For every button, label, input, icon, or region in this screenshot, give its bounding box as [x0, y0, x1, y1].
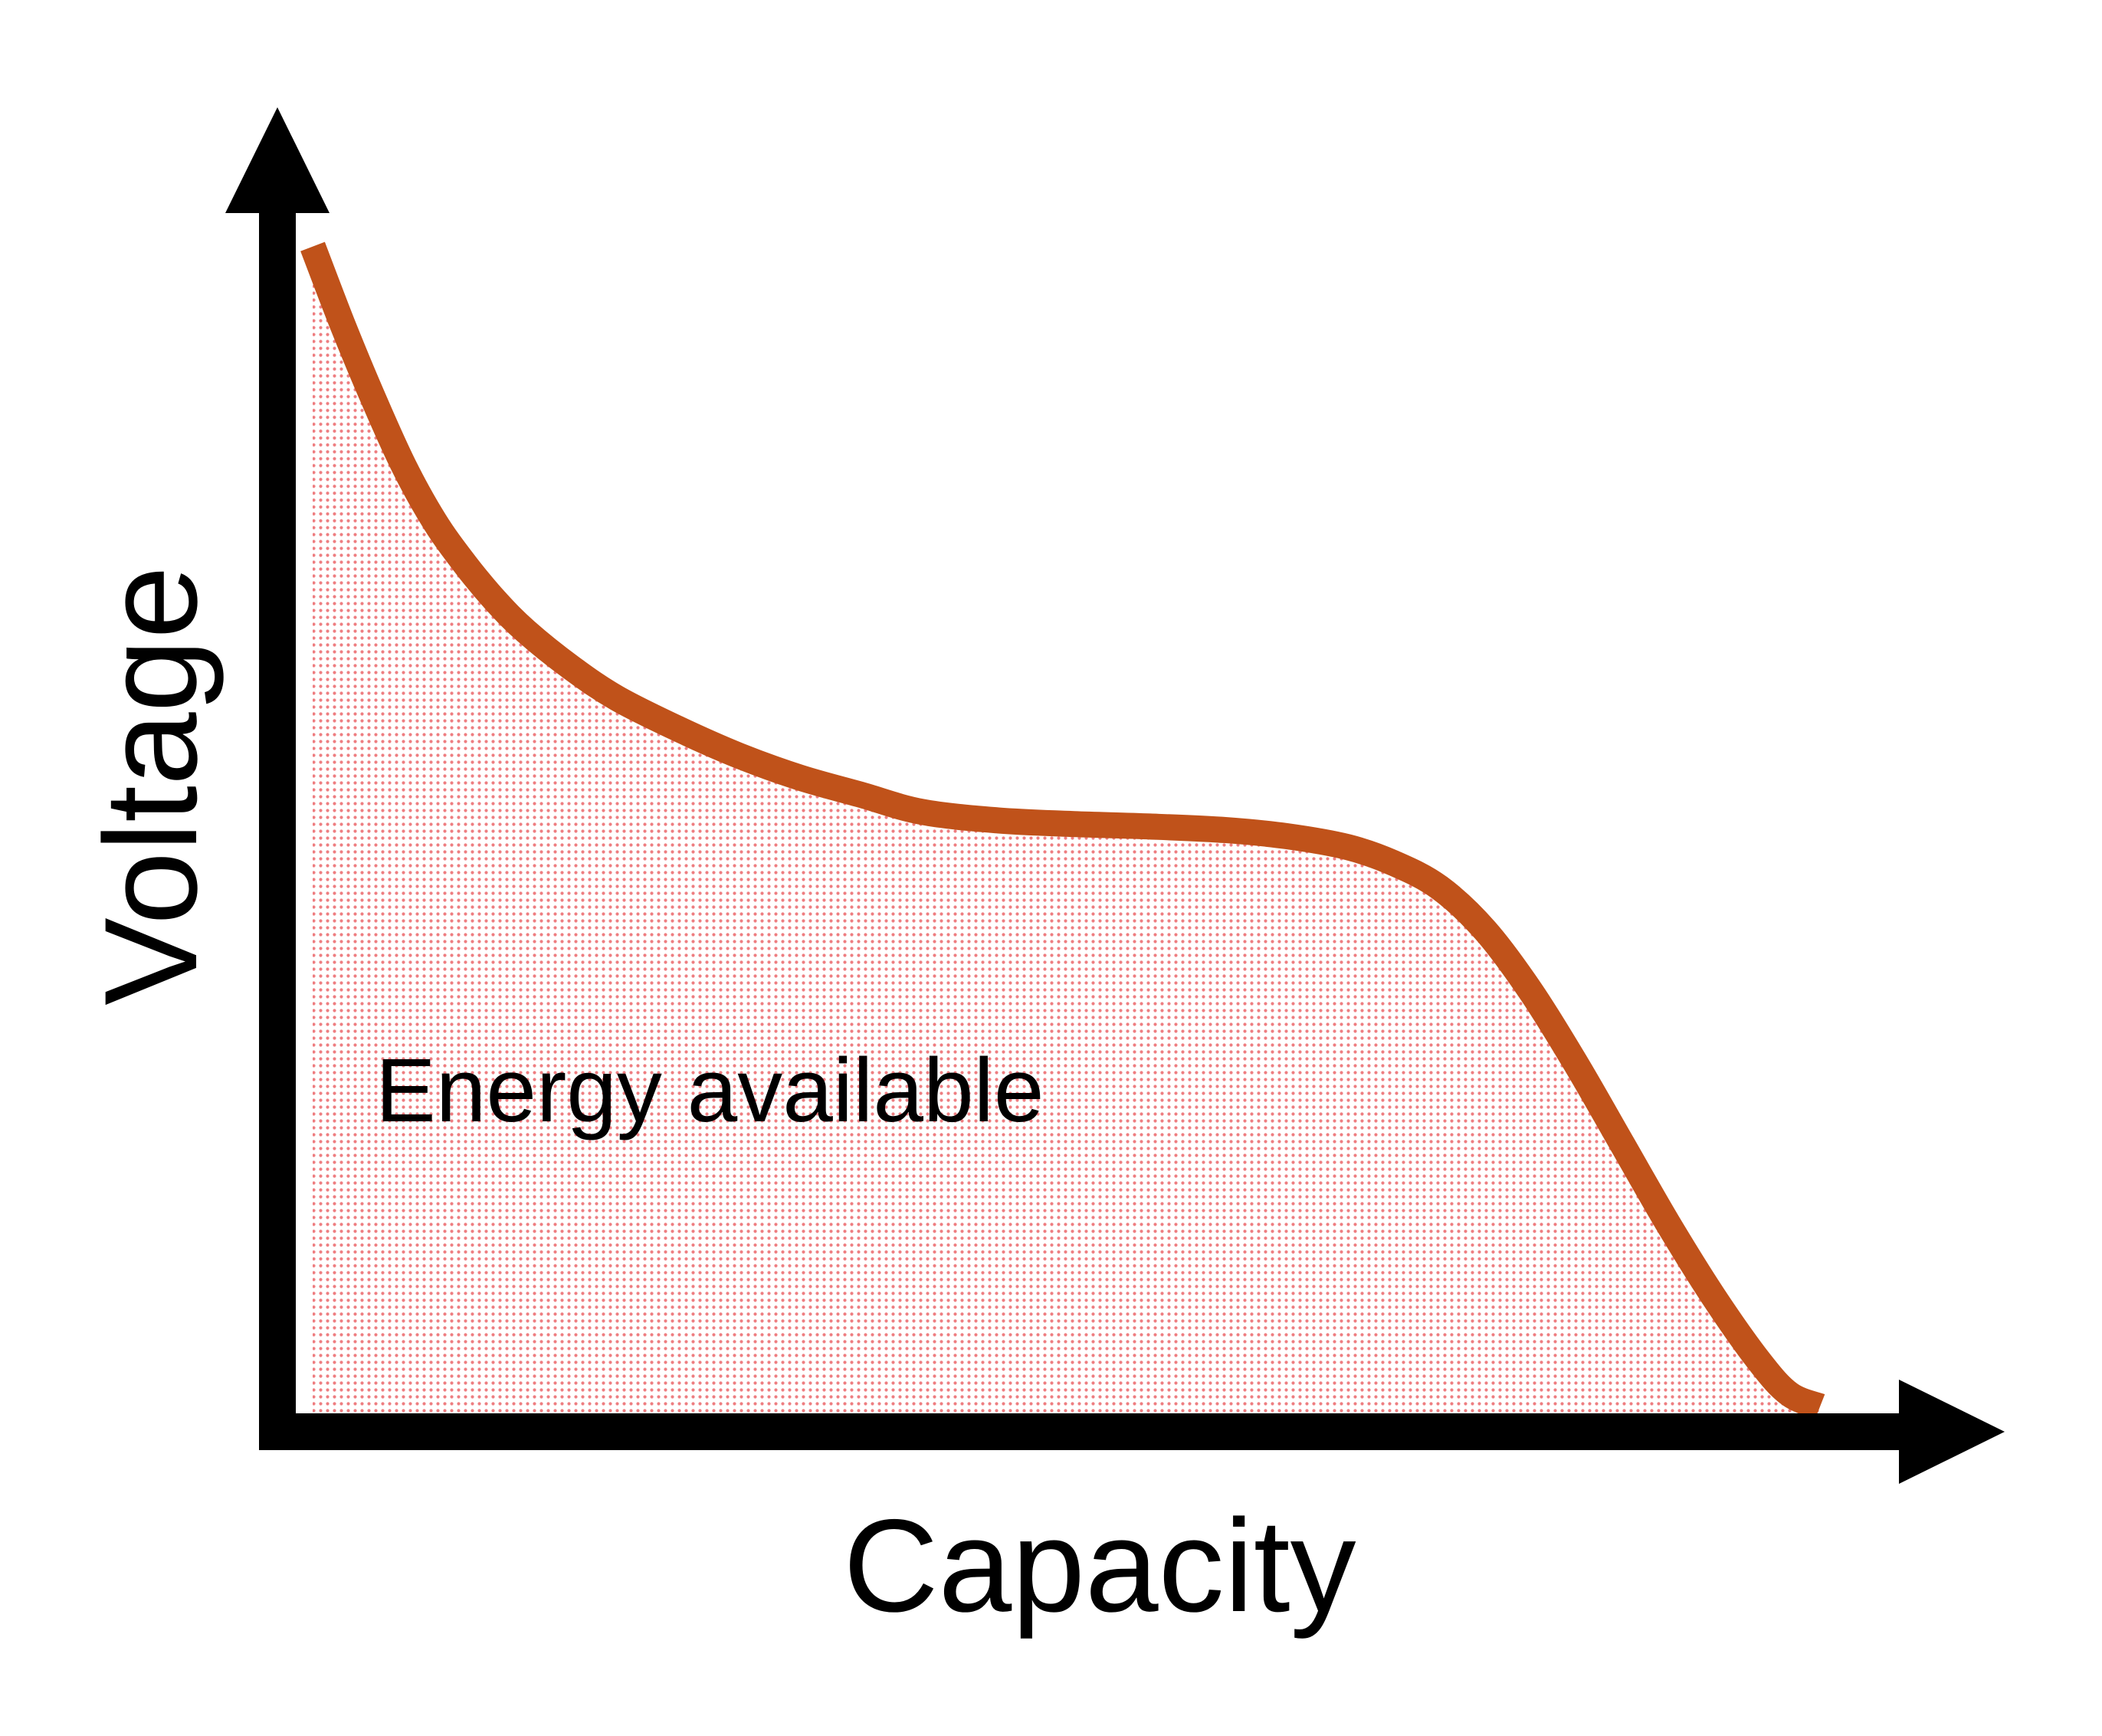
y-axis [225, 107, 330, 1449]
x-axis-arrowhead [1899, 1380, 2005, 1484]
energy-annotation: Energy available [375, 1040, 1044, 1141]
y-axis-label: Voltage [77, 566, 225, 1006]
discharge-curve [300, 241, 1825, 1419]
y-axis-arrowhead [225, 107, 330, 213]
x-axis-label: Capacity [843, 1492, 1356, 1639]
x-axis [259, 1380, 2005, 1484]
